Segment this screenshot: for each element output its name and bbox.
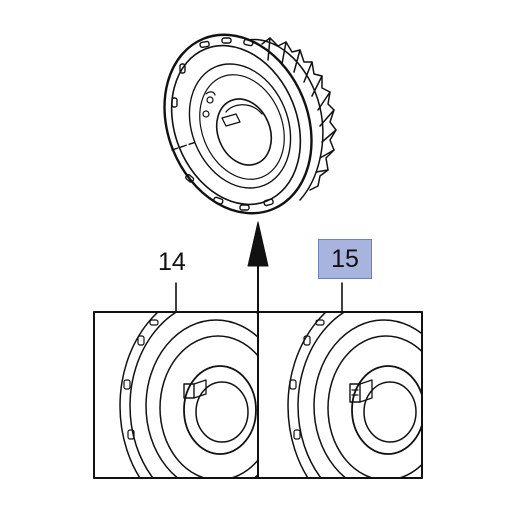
callout-14: 14 — [158, 248, 186, 276]
pulley-outer-rim — [163, 33, 313, 215]
pulley-hub — [215, 98, 273, 166]
callout-15-label: 15 — [331, 244, 359, 273]
callout-15-highlighted: 15 — [318, 239, 372, 279]
sprocket-teeth — [247, 37, 337, 201]
detail-panel-15 — [257, 311, 423, 479]
timing-holes — [171, 37, 274, 211]
pulley-isometric-view — [163, 33, 337, 215]
